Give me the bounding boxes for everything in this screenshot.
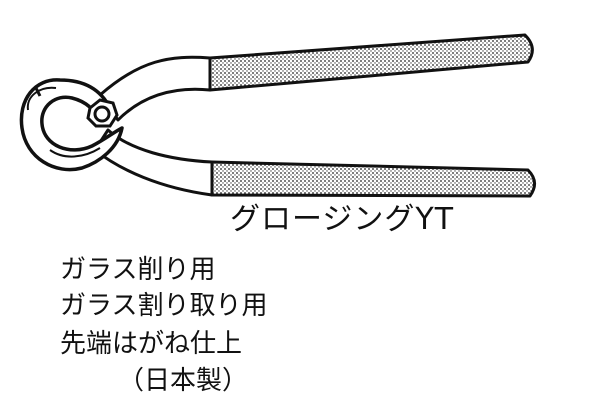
- origin-label: （日本製）: [118, 366, 249, 396]
- description-line-1: ガラス削り用: [60, 255, 216, 285]
- description-line-2: ガラス割り取り用: [60, 291, 268, 321]
- description-line-3: 先端はがね仕上: [60, 329, 243, 359]
- pivot-bolt: [86, 98, 119, 128]
- lower-handle: [93, 128, 536, 198]
- upper-handle: [98, 33, 534, 122]
- product-name: グロージングYT: [230, 202, 455, 237]
